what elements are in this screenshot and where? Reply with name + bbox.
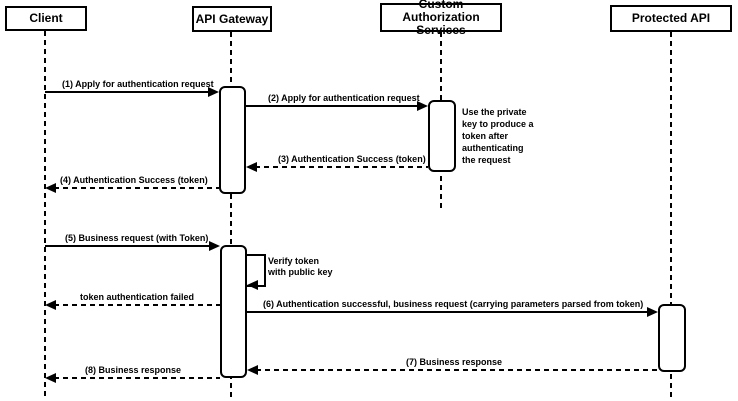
message-label-msg-8: (8) Business response xyxy=(85,365,182,375)
note-line-4: the request xyxy=(462,155,511,165)
message-line-msg-token-failed xyxy=(54,304,220,306)
arrowhead-icon-msg-8 xyxy=(45,373,56,383)
arrowhead-icon-self-msg-verify-token xyxy=(247,280,258,290)
message-line-msg-3 xyxy=(255,166,428,168)
arrowhead-icon-msg-6 xyxy=(647,307,658,317)
message-line-msg-5 xyxy=(45,245,211,247)
note-line-2: token after xyxy=(462,131,509,141)
message-line-msg-1 xyxy=(45,91,210,93)
actor-label-custom-authorization-services: Custom Authorization Services xyxy=(402,0,480,37)
arrowhead-icon-msg-token-failed xyxy=(45,300,56,310)
arrowhead-icon-msg-5 xyxy=(209,241,220,251)
message-label-msg-3: (3) Authentication Success (token) xyxy=(278,154,426,164)
actor-label-client: Client xyxy=(29,11,63,25)
protected-api-activation xyxy=(658,304,686,372)
actor-client: Client xyxy=(5,6,87,31)
actor-label-api-gateway: API Gateway xyxy=(195,11,269,26)
message-label-msg-token-failed: token authentication failed xyxy=(80,292,195,302)
message-label-msg-1: (1) Apply for authentication request xyxy=(62,79,214,89)
message-line-msg-8 xyxy=(54,377,220,379)
message-label-msg-4: (4) Authentication Success (token) xyxy=(60,175,208,185)
arrowhead-icon-msg-2 xyxy=(417,101,428,111)
api-gateway-activation-1 xyxy=(219,86,246,194)
self-message-line-1: with public key xyxy=(268,267,333,277)
note-line-0: Use the private xyxy=(462,107,527,117)
lifeline-client xyxy=(44,31,46,397)
arrowhead-icon-msg-7 xyxy=(247,365,258,375)
message-label-msg-7: (7) Business response xyxy=(406,357,503,367)
message-line-msg-7 xyxy=(256,369,658,371)
arrowhead-icon-msg-4 xyxy=(45,183,56,193)
lifeline-protected-api xyxy=(670,32,672,397)
message-label-msg-6: (6) Authentication successful, business … xyxy=(263,299,644,309)
actor-custom-authorization-services: Custom Authorization Services xyxy=(380,0,502,37)
actor-protected-api: Protected API xyxy=(610,5,732,32)
self-message-line-0: Verify token xyxy=(268,256,320,266)
message-line-msg-2 xyxy=(246,105,419,107)
message-label-msg-2: (2) Apply for authentication request xyxy=(268,93,420,103)
arrowhead-icon-msg-3 xyxy=(246,162,257,172)
arrowhead-icon-msg-1 xyxy=(208,87,219,97)
custom-auth-activation xyxy=(428,100,456,172)
message-label-msg-5: (5) Business request (with Token) xyxy=(65,233,209,243)
api-gateway-activation-2 xyxy=(220,245,247,378)
note-private-key: Use the private key to produce a token aft… xyxy=(462,106,534,166)
actor-label-protected-api: Protected API xyxy=(631,11,711,25)
message-line-msg-4 xyxy=(54,187,219,189)
message-line-msg-6 xyxy=(247,311,649,313)
lifeline-api-gateway xyxy=(230,32,232,397)
note-line-1: key to produce a xyxy=(462,119,534,129)
actor-api-gateway: API Gateway xyxy=(192,6,272,32)
note-line-3: authenticating xyxy=(462,143,524,153)
